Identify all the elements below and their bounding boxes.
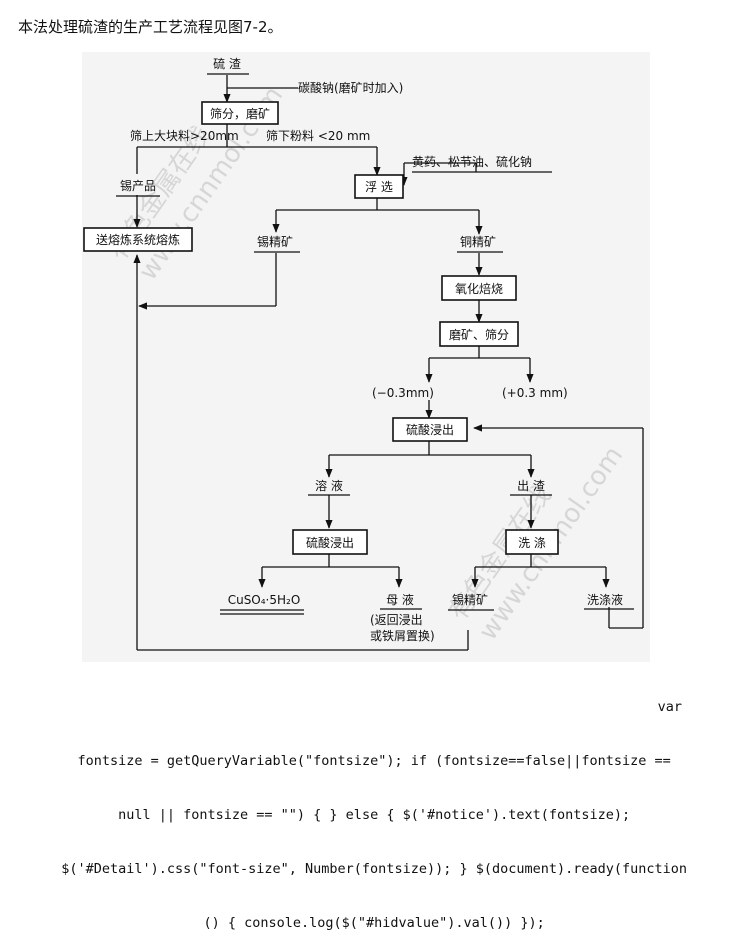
node-acid-leach-2: 硫酸浸出: [292, 529, 368, 555]
node-grind-screen-label: 磨矿、筛分: [449, 327, 509, 342]
node-reagents: 黄药、松节油、硫化钠: [412, 154, 552, 173]
node-soda-ash-label: 碳酸钠(磨矿时加入): [298, 80, 403, 95]
node-reagents-label: 黄药、松节油、硫化钠: [412, 154, 532, 169]
node-washing: 洗 涤: [505, 529, 559, 555]
node-flotation-label: 浮 选: [365, 180, 393, 194]
node-sulfur-slag-label: 硫 渣: [213, 56, 241, 71]
node-oxidizing-roast: 氧化焙烧: [441, 275, 517, 301]
node-tin-concentrate-1-label: 锡精矿: [257, 234, 293, 249]
node-copper-concentrate-label: 铜精矿: [460, 234, 496, 249]
node-copper-concentrate: 铜精矿: [457, 234, 503, 253]
node-residue: 出 渣: [510, 479, 552, 496]
oversize-label: 筛上大块料>20mm: [130, 128, 239, 143]
plus-fraction-label: (+0.3 mm): [502, 386, 568, 400]
node-tin-product: 锡产品: [116, 178, 160, 197]
flowchart-figure: 有色金属在线 www.cnnmol.com 有色金属在线 www.cnnmol.…: [82, 52, 650, 662]
node-residue-label: 出 渣: [517, 479, 545, 493]
node-to-smelting-label: 送熔炼系统熔炼: [96, 232, 180, 247]
code-line: var: [657, 699, 682, 715]
node-mother-liquor-label: 母 液: [386, 592, 414, 607]
node-tin-concentrate-2-label: 锡精矿: [452, 592, 488, 607]
code-line: $('#Detail').css("font-size", Number(fon…: [61, 861, 688, 877]
intro-text: 本法处理硫渣的生产工艺流程见图7-2。: [18, 18, 283, 36]
node-tin-product-label: 锡产品: [120, 178, 156, 193]
node-screen-grind: 筛分，磨矿: [201, 101, 279, 125]
flow-lines: [133, 75, 644, 651]
code-line: () { console.log($("#hidvalue").val()) }…: [203, 915, 545, 931]
node-washing-label: 洗 涤: [518, 536, 546, 550]
watermark: 有色金属在线 www.cnnmol.com 有色金属在线 www.cnnmol.…: [103, 81, 629, 646]
code-line: null || fontsize == "") { } else { $('#n…: [118, 807, 631, 823]
code-line: fontsize = getQueryVariable("fontsize");…: [77, 753, 671, 769]
minus-fraction-label: (−0.3mm): [372, 386, 434, 400]
return-leach-note-2: 或铁屑置换): [370, 629, 435, 643]
node-to-smelting: 送熔炼系统熔炼: [83, 227, 193, 252]
node-mother-liquor: 母 液 (返回浸出 或铁屑置换): [370, 592, 435, 643]
node-cuso4: CuSO₄·5H₂O: [220, 593, 304, 615]
node-flotation: 浮 选: [354, 174, 404, 199]
node-cuso4-label: CuSO₄·5H₂O: [228, 593, 301, 607]
node-soda-ash: 碳酸钠(磨矿时加入): [298, 80, 403, 95]
node-sulfur-slag: 硫 渣: [207, 56, 249, 75]
return-leach-note-1: (返回浸出: [370, 613, 423, 627]
flowchart-diagram: 有色金属在线 www.cnnmol.com 有色金属在线 www.cnnmol.…: [83, 56, 644, 651]
node-grind-screen: 磨矿、筛分: [439, 321, 519, 347]
code-text-block: var fontsize = getQueryVariable("fontsiz…: [10, 640, 722, 937]
node-wash-liquor: 洗涤液: [584, 592, 634, 610]
node-tin-concentrate-2: 锡精矿: [448, 592, 494, 611]
node-acid-leach-1: 硫酸浸出: [392, 417, 468, 442]
node-solution-label: 溶 液: [315, 478, 343, 493]
node-tin-concentrate-1: 锡精矿: [254, 234, 300, 253]
node-oxidizing-roast-label: 氧化焙烧: [455, 281, 503, 296]
node-acid-leach-1-label: 硫酸浸出: [406, 422, 454, 437]
node-wash-liquor-label: 洗涤液: [587, 592, 623, 607]
node-acid-leach-2-label: 硫酸浸出: [306, 535, 354, 550]
node-screen-grind-label: 筛分，磨矿: [210, 106, 270, 121]
undersize-label: 筛下粉料 <20 mm: [266, 128, 370, 143]
node-solution: 溶 液: [308, 478, 350, 496]
